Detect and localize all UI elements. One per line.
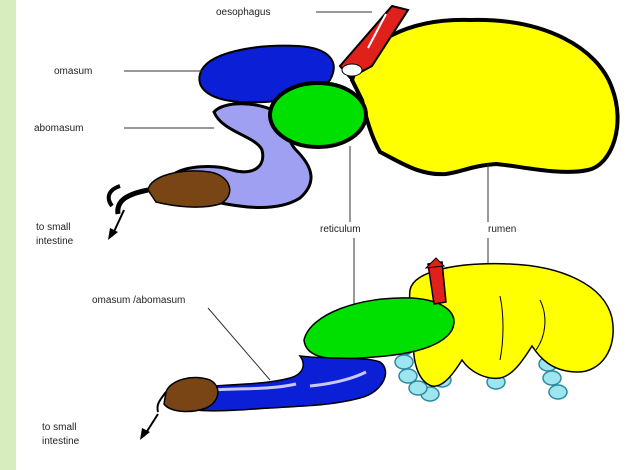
label-omasum-abomasum: omasum /abomasum [92, 295, 185, 306]
bottom-intestine [164, 378, 218, 412]
label-intestine-top: intestine [36, 236, 74, 247]
label-omasum: omasum [54, 66, 92, 77]
top-intestine-loop [118, 190, 148, 214]
label-rumen: rumen [488, 224, 516, 235]
label-to-small-bottom: to small [42, 422, 76, 433]
leader-omasum-abomasum [208, 308, 270, 380]
label-oesophagus: oesophagus [216, 7, 271, 18]
bottom-omasum-abomasum [192, 356, 385, 411]
label-reticulum: reticulum [320, 224, 361, 235]
top-intestine [148, 171, 230, 207]
label-abomasum: abomasum [34, 123, 83, 134]
top-reticulum [270, 83, 366, 147]
label-intestine-bottom: intestine [42, 436, 80, 447]
label-to-small-top: to small [36, 222, 70, 233]
top-rumen [352, 20, 618, 174]
